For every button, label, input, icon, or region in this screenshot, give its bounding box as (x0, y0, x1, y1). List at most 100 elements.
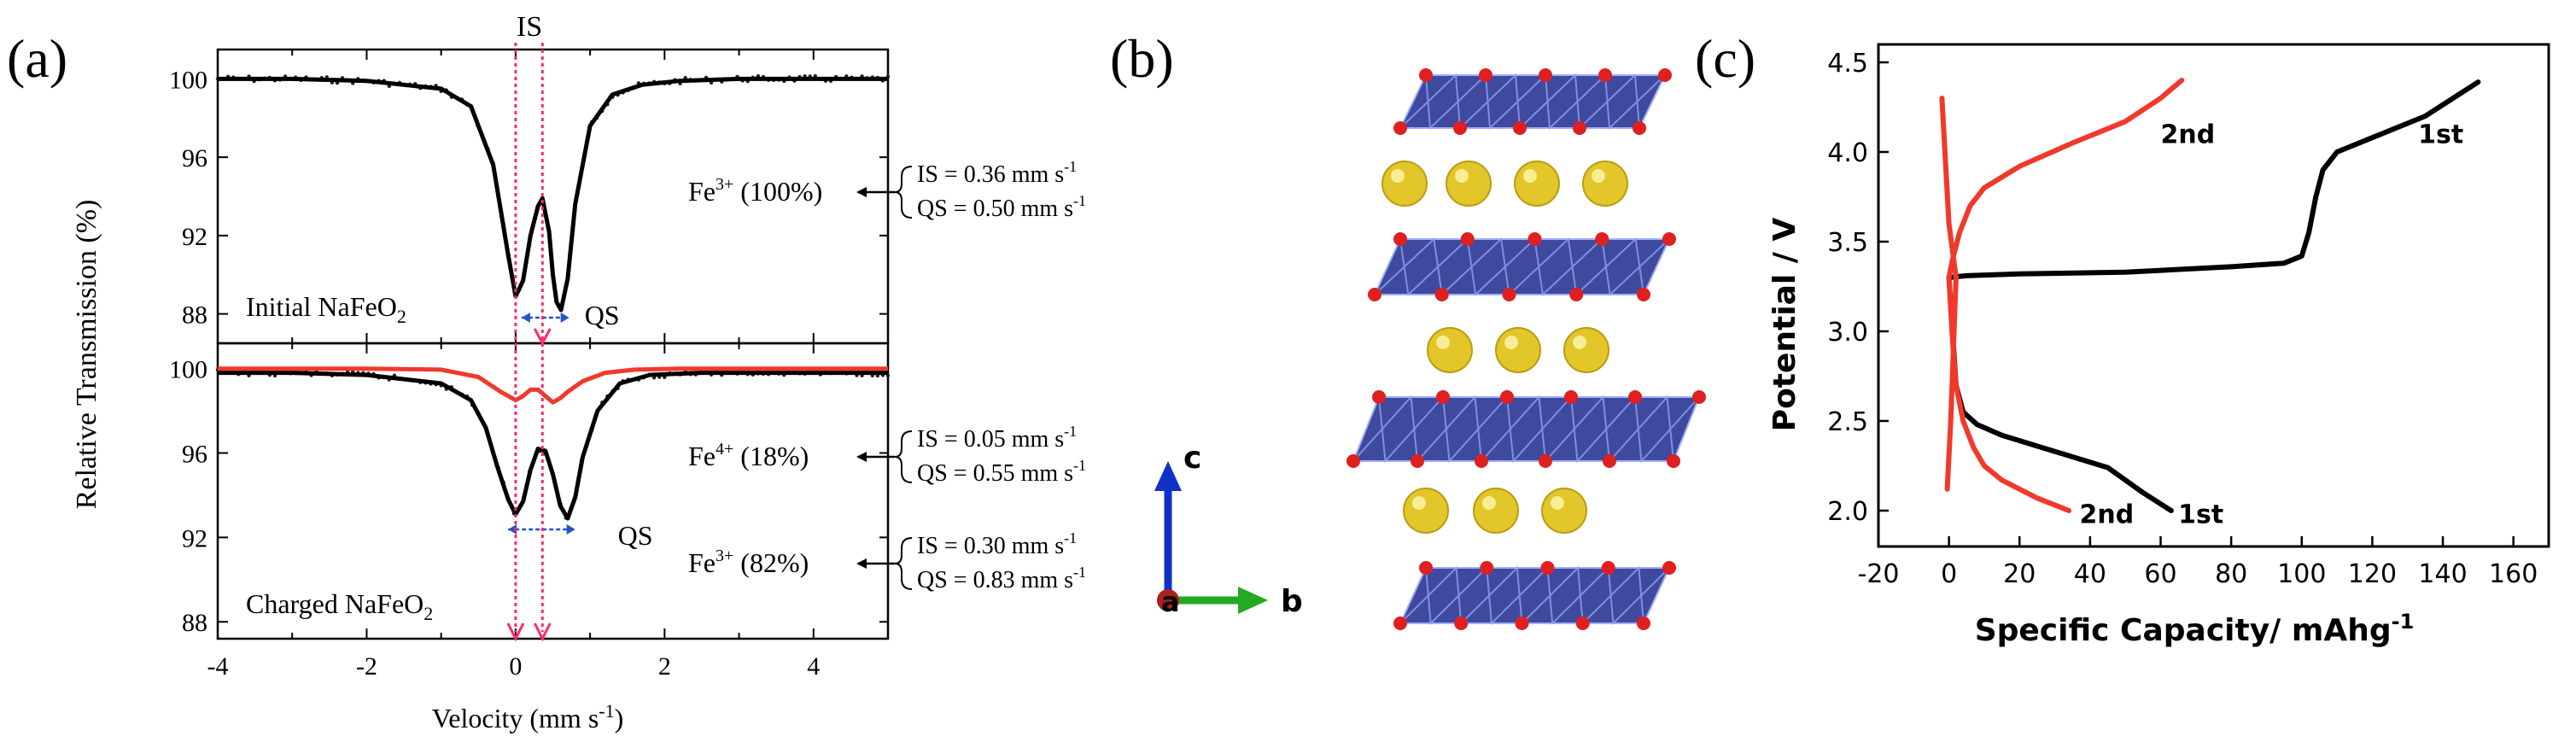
species-fraction: (100%) (733, 176, 822, 207)
octahedral-layer (1399, 74, 1667, 129)
oxygen-atom (1453, 121, 1467, 135)
sample-name: Initial NaFeO2 (246, 291, 406, 327)
x-tick-label-c: -20 (1858, 559, 1900, 589)
octahedral-layer (1373, 238, 1671, 295)
species-charge: 4+ (716, 440, 733, 459)
sodium-atom (1541, 488, 1587, 534)
species-symbol: Fe (688, 176, 716, 207)
parameter-value: QS = 0.55 mm s (917, 460, 1073, 487)
x-tick-label-c: 160 (2489, 559, 2538, 589)
octahedron-edge (1460, 565, 1549, 626)
y-axis-label-a: Relative Transmission (%) (71, 200, 102, 510)
x-axis-label-c: Specific Capacity/ mAhg-1 (1975, 610, 2415, 648)
parameter-value: IS = 0.05 mm s (917, 426, 1064, 453)
species-fraction: (18%) (733, 441, 809, 471)
oxygen-atom (1601, 561, 1615, 575)
y-tick-label: 96 (182, 441, 207, 469)
sample-name: Charged NaFeO2 (246, 588, 433, 624)
plot-frame (216, 342, 890, 640)
sample-name-sub: 2 (397, 306, 406, 327)
x-tick-label-c: 80 (2215, 559, 2247, 589)
x-tick-label-c: 100 (2277, 559, 2326, 589)
sodium-highlight (1551, 496, 1564, 510)
oxygen-atom (1436, 390, 1450, 404)
oxygen-atom (1346, 454, 1360, 468)
x-tick-label: 0 (509, 652, 522, 681)
oxygen-atom (1475, 454, 1488, 468)
oxygen-atom (1393, 617, 1407, 630)
guide-arrowhead (506, 622, 525, 642)
species-charge: 3+ (716, 546, 733, 565)
panel-b-tag: (b) (1110, 28, 1174, 89)
label-charge-1st: 1st (2418, 120, 2463, 150)
parameter-value: QS = 0.50 mm s (917, 196, 1073, 222)
y-axis-label-c: Potential / V (1767, 218, 1802, 432)
axis-c-label: c (1183, 441, 1201, 476)
annotation-brace (894, 166, 913, 219)
annotation-arrowhead (856, 187, 867, 197)
x-tick-label-c: 140 (2418, 559, 2467, 589)
oxygen-atom (1633, 121, 1646, 135)
parameter-text: QS = 0.83 mm s-1 (917, 564, 1086, 593)
parameter-value: QS = 0.83 mm s (917, 567, 1073, 593)
sodium-highlight (1592, 169, 1605, 183)
annotation-brace (894, 430, 913, 483)
oxygen-atom (1662, 232, 1676, 246)
y-tick-label-c: 2.5 (1827, 407, 1868, 437)
parameter-unit-sup: -1 (1073, 564, 1086, 581)
x-tick-label-c: 60 (2144, 559, 2176, 589)
octahedron-edge (1521, 565, 1609, 626)
charge-curve-2nd (1946, 78, 2185, 280)
oxygen-atom (1628, 390, 1642, 404)
x-tick-label-c: 120 (2348, 559, 2397, 589)
sodium-highlight (1482, 496, 1496, 510)
oxygen-atom (1598, 68, 1612, 82)
sodium-atom (1446, 161, 1492, 207)
parameter-text: IS = 0.05 mm s-1 (917, 423, 1077, 453)
sodium-highlight (1573, 336, 1586, 349)
y-tick-label: 100 (169, 66, 207, 94)
sodium-atom (1381, 161, 1428, 207)
axis-b-label: b (1281, 584, 1303, 619)
label-discharge-2nd: 2nd (2080, 500, 2135, 530)
species-symbol: Fe (688, 547, 716, 578)
species-label: Fe3+ (82%) (688, 546, 809, 578)
axis-a-label: a (1161, 586, 1180, 618)
oxygen-atom (1372, 390, 1386, 404)
oxygen-atom (1479, 68, 1492, 82)
fit-line-red (218, 366, 888, 405)
oxygen-atom (1595, 232, 1609, 246)
oxygen-atom (1419, 561, 1433, 575)
panel-a-tag: (a) (7, 28, 67, 89)
y-tick-label: 100 (169, 356, 207, 384)
panel-b-crystal-structure: c a b (1154, 68, 1706, 630)
oxygen-atom (1393, 232, 1407, 246)
parameter-text: IS = 0.30 mm s-1 (917, 529, 1077, 559)
oxygen-atom (1662, 561, 1676, 575)
octahedron-edge (1519, 73, 1606, 131)
oxygen-atom (1368, 288, 1381, 301)
y-tick-label: 88 (182, 609, 207, 637)
oxygen-atom (1434, 288, 1449, 301)
oxygen-atom (1411, 454, 1424, 468)
sodium-highlight (1523, 169, 1537, 183)
oxygen-atom (1500, 390, 1514, 404)
x-tick-label: 2 (658, 652, 671, 681)
panel-c-charge-discharge: Potential / V Specific Capacity/ mAhg-1 … (1767, 43, 2550, 648)
y-tick-label: 92 (182, 223, 207, 251)
oxygen-atom (1515, 617, 1529, 630)
x-tick-label-c: 20 (2003, 559, 2036, 589)
fit-line-black (218, 371, 888, 521)
annotation-brace (894, 537, 913, 590)
oxygen-atom (1393, 121, 1407, 135)
parameter-value: IS = 0.36 mm s (917, 161, 1064, 188)
octahedron-edge (1579, 73, 1666, 131)
octahedron-edge (1352, 394, 1444, 464)
parameter-unit-sup: -1 (1064, 158, 1077, 175)
parameter-value: IS = 0.30 mm s (917, 533, 1064, 559)
label-discharge-1st: 1st (2178, 500, 2223, 530)
sodium-highlight (1455, 169, 1469, 183)
y-tick-label: 88 (182, 301, 207, 330)
octahedron-edge (1508, 237, 1603, 297)
